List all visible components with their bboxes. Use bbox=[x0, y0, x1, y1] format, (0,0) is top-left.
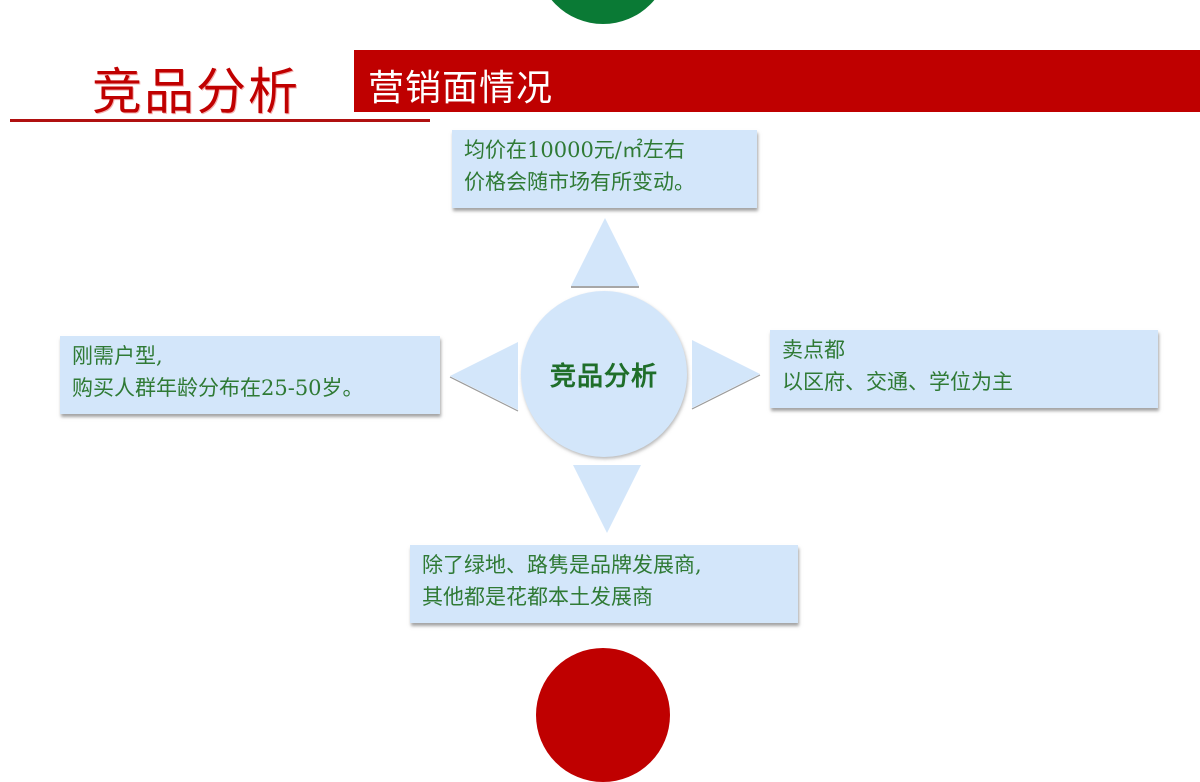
info-line: 其他都是花都本土发展商 bbox=[422, 585, 653, 609]
info-line: 价格会随市场有所变动。 bbox=[464, 170, 695, 194]
info-box-price: 均价在10000元/㎡左右 价格会随市场有所变动。 bbox=[452, 130, 757, 208]
info-line: 以区府、交通、学位为主 bbox=[782, 370, 1013, 394]
info-line: 均价在10000元/㎡左右 bbox=[464, 138, 685, 162]
info-box-selling-points: 卖点都 以区府、交通、学位为主 bbox=[770, 330, 1158, 408]
arrow-right-icon bbox=[691, 340, 761, 410]
info-line: 除了绿地、路隽是品牌发展商, bbox=[422, 553, 702, 577]
info-line: 刚需户型, bbox=[72, 344, 163, 368]
center-node: 竞品分析 bbox=[521, 291, 687, 457]
arrow-up-icon bbox=[571, 218, 639, 288]
info-line: 购买人群年龄分布在25-50岁。 bbox=[72, 376, 364, 400]
decorative-green-circle bbox=[536, 0, 670, 24]
info-box-developers: 除了绿地、路隽是品牌发展商, 其他都是花都本土发展商 bbox=[410, 545, 798, 623]
section-banner-text: 营销面情况 bbox=[368, 68, 554, 109]
info-line: 卖点都 bbox=[782, 338, 845, 362]
arrow-down-icon bbox=[573, 465, 641, 533]
page-title: 竞品分析 bbox=[92, 63, 300, 121]
arrow-left-icon bbox=[449, 342, 519, 412]
center-node-label: 竞品分析 bbox=[549, 361, 658, 392]
title-underline bbox=[10, 119, 430, 122]
decorative-red-circle bbox=[536, 648, 670, 782]
info-box-buyers: 刚需户型, 购买人群年龄分布在25-50岁。 bbox=[60, 336, 440, 414]
section-banner: 营销面情况 bbox=[354, 50, 1200, 112]
